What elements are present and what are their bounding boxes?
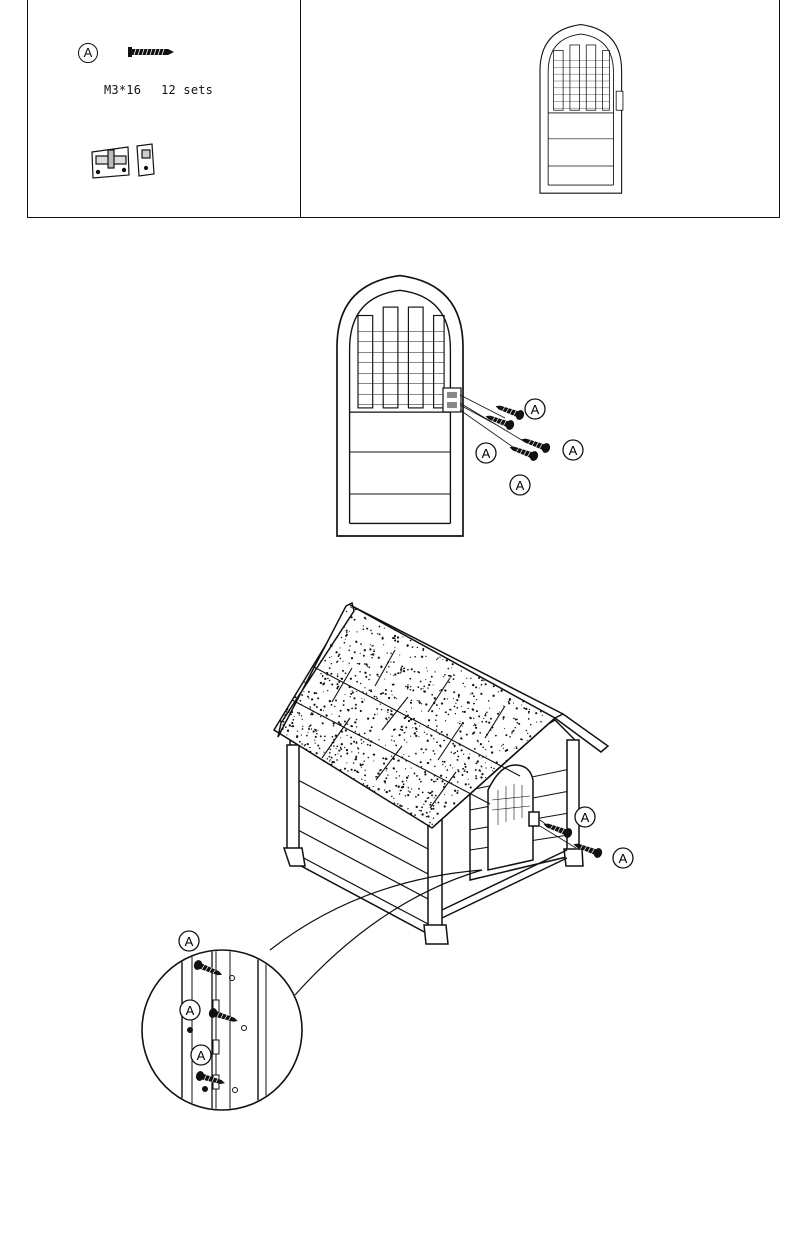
screw-icon xyxy=(127,46,175,58)
house-callout-1: A xyxy=(574,806,596,828)
screw-size: M3*16 xyxy=(104,83,142,97)
latch-icon xyxy=(91,143,155,179)
parts-panel xyxy=(27,0,780,218)
gate-preview xyxy=(539,24,624,194)
gate-hinge-step xyxy=(336,274,552,537)
svg-text:A: A xyxy=(569,443,578,458)
parts-panel-divider xyxy=(300,0,301,218)
screw-quantity: 12 sets xyxy=(161,83,214,97)
svg-text:A: A xyxy=(531,402,540,417)
screw-callout-label: A xyxy=(78,43,98,63)
roof-texture xyxy=(279,606,543,827)
svg-text:A: A xyxy=(619,851,628,866)
gate-step-callout-2: A xyxy=(562,439,584,461)
detail-callout-3: A xyxy=(190,1044,212,1066)
svg-text:A: A xyxy=(185,934,194,949)
zoom-leader xyxy=(269,869,483,996)
svg-text:A: A xyxy=(186,1003,195,1018)
dog-house xyxy=(272,601,610,945)
svg-text:A: A xyxy=(516,478,525,493)
house-screws xyxy=(539,819,604,860)
gate-step-callout-3: A xyxy=(475,442,497,464)
detail-callout-1: A xyxy=(178,930,200,952)
gate-step-callout-4: A xyxy=(509,474,531,496)
detail-zoom xyxy=(141,949,303,1111)
detail-callout-2: A xyxy=(179,999,201,1021)
house-callout-2: A xyxy=(612,847,634,869)
gate-step-callout-1: A xyxy=(524,398,546,420)
screw-spec: M3*16 12 sets xyxy=(104,83,233,97)
svg-text:A: A xyxy=(197,1048,206,1063)
svg-text:A: A xyxy=(581,810,590,825)
svg-text:A: A xyxy=(482,446,491,461)
